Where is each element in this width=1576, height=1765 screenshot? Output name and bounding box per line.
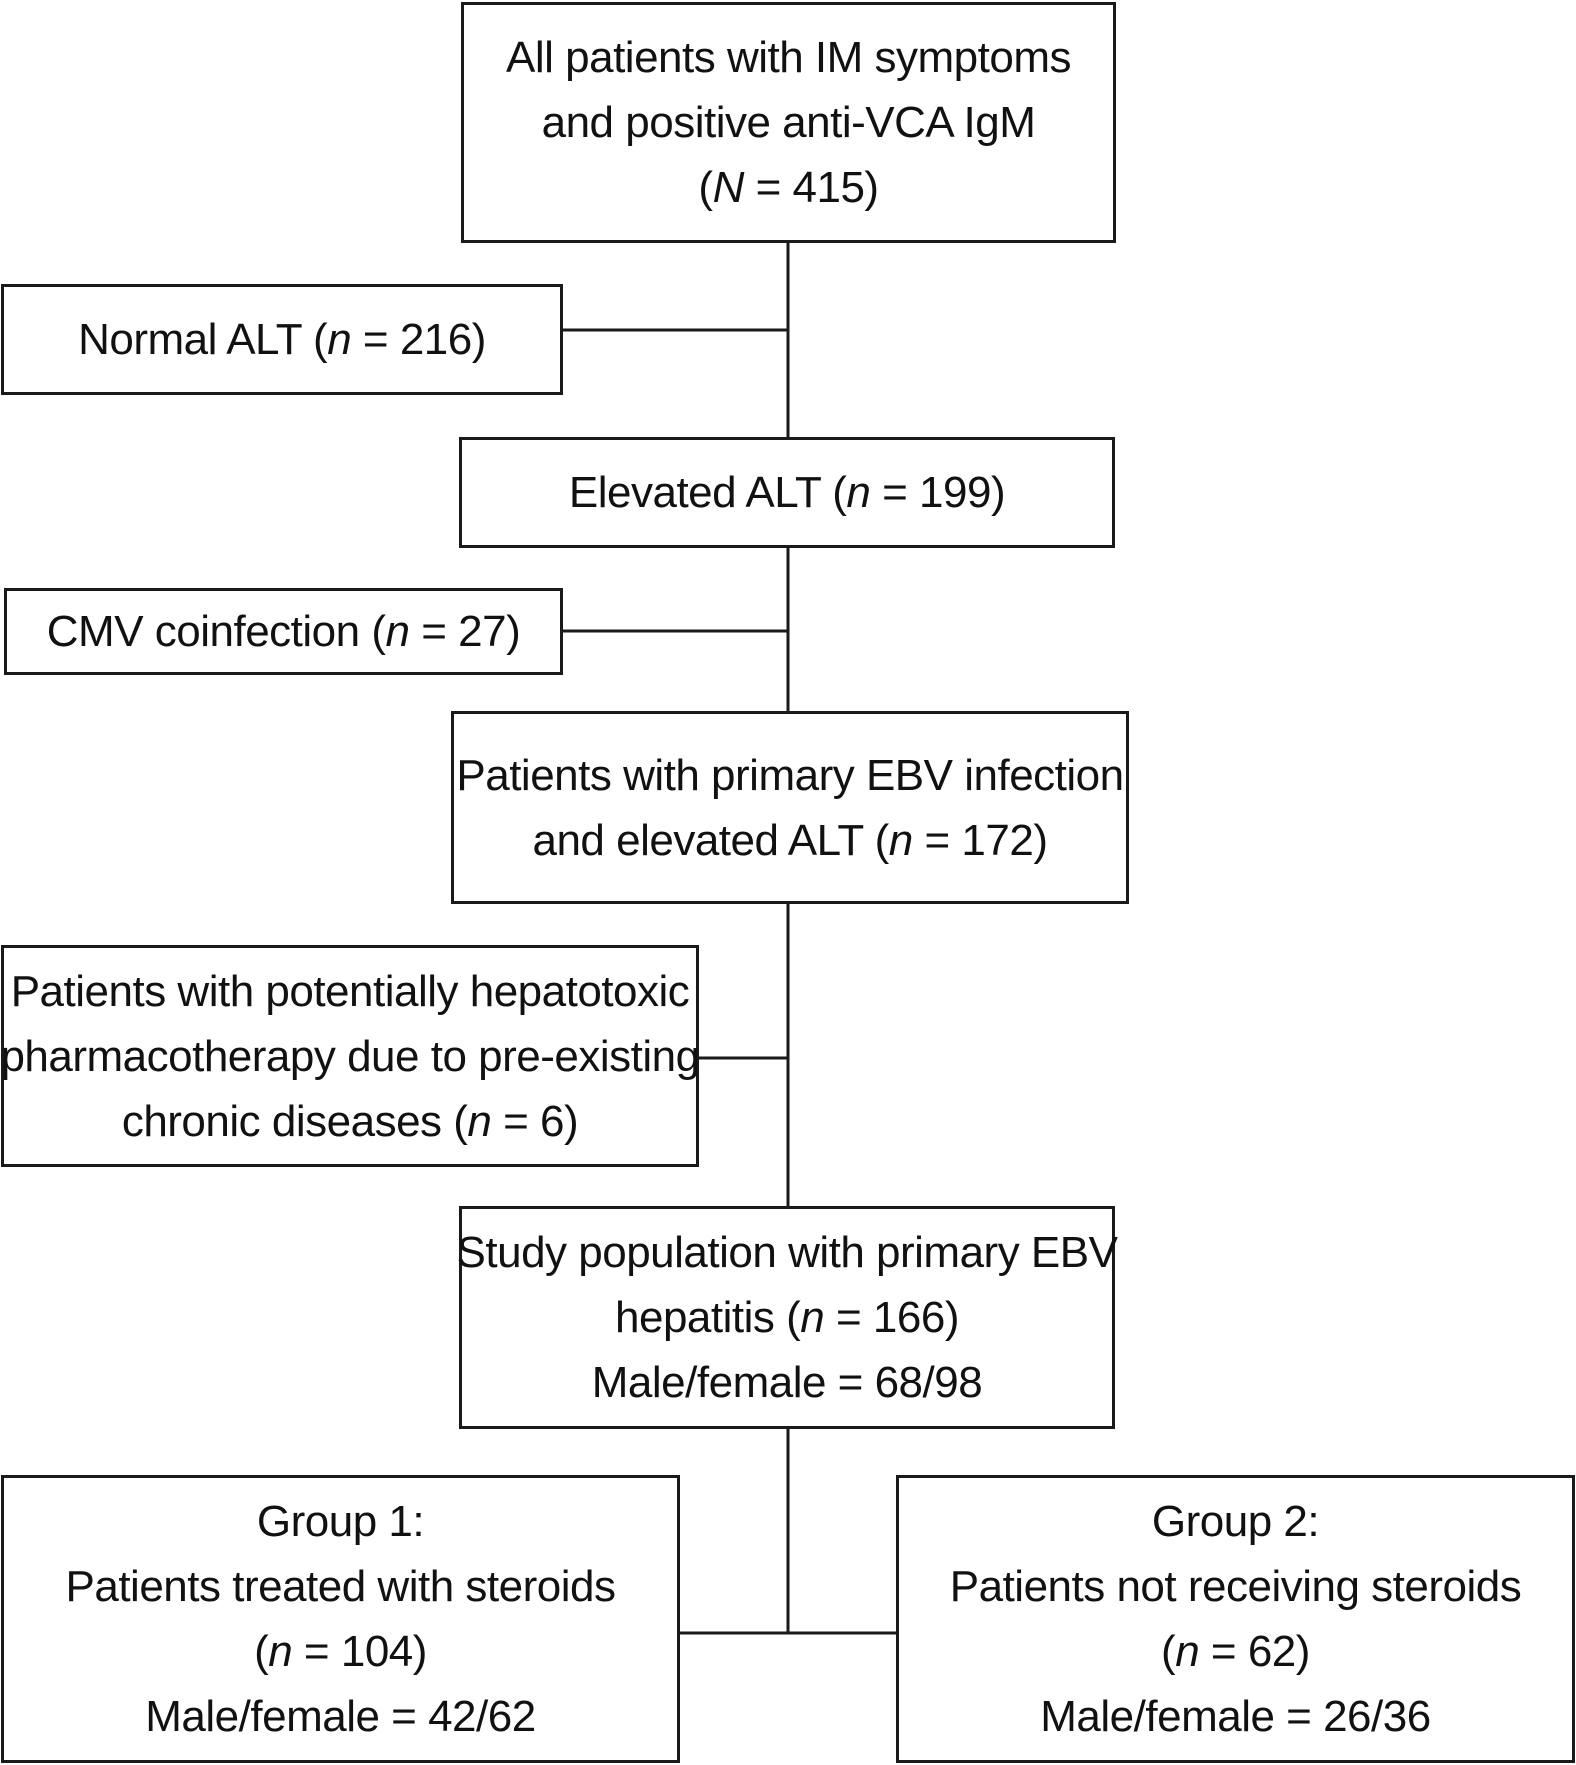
group2-title: Group 2: (1151, 1497, 1320, 1546)
study-population-line1: Study population with primary EBV (456, 1228, 1118, 1277)
group1-count: (n = 104) (254, 1627, 427, 1676)
all-patients-count: (N = 415) (698, 163, 879, 212)
normal-alt-label: Normal ALT (n = 216) (78, 315, 486, 364)
elevated-alt-box: Elevated ALT (n = 199) (459, 437, 1115, 548)
group2-count: (n = 62) (1161, 1627, 1310, 1676)
hepatotoxic-box: Patients with potentially hepatotoxic ph… (0, 945, 700, 1167)
hepatotoxic-line2: pharmacotherapy due to pre-existing (0, 1031, 700, 1081)
group2-description: Patients not receiving steroids (949, 1562, 1522, 1611)
all-patients-box: All patients with IM symptoms and positi… (461, 2, 1116, 243)
group1-description: Patients treated with steroids (65, 1562, 616, 1611)
hepatotoxic-line3: chronic diseases (n = 6) (121, 1096, 579, 1146)
cmv-coinfection-box: CMV coinfection (n = 27) (4, 588, 563, 675)
group2-box: Group 2: Patients not receiving steroids… (896, 1475, 1575, 1763)
cmv-coinfection-label: CMV coinfection (n = 27) (46, 607, 521, 656)
study-population-line2: hepatitis (n = 166) (615, 1293, 959, 1342)
group1-box: Group 1: Patients treated with steroids … (1, 1475, 680, 1763)
primary-ebv-box: Patients with primary EBV infection and … (451, 711, 1129, 904)
normal-alt-box: Normal ALT (n = 216) (1, 284, 563, 395)
group1-title: Group 1: (256, 1497, 425, 1546)
all-patients-line2: and positive anti-VCA IgM (541, 98, 1036, 147)
elevated-alt-label: Elevated ALT (n = 199) (568, 468, 1006, 517)
primary-ebv-line1: Patients with primary EBV infection (456, 750, 1124, 800)
hepatotoxic-line1: Patients with potentially hepatotoxic (10, 966, 690, 1016)
study-population-box: Study population with primary EBV hepati… (456, 1206, 1118, 1429)
study-population-sex-ratio: Male/female = 68/98 (591, 1358, 983, 1407)
group2-sex-ratio: Male/female = 26/36 (1040, 1692, 1431, 1741)
group1-sex-ratio: Male/female = 42/62 (145, 1692, 536, 1741)
all-patients-line1: All patients with IM symptoms (506, 33, 1072, 82)
primary-ebv-line2: and elevated ALT (n = 172) (532, 815, 1048, 865)
